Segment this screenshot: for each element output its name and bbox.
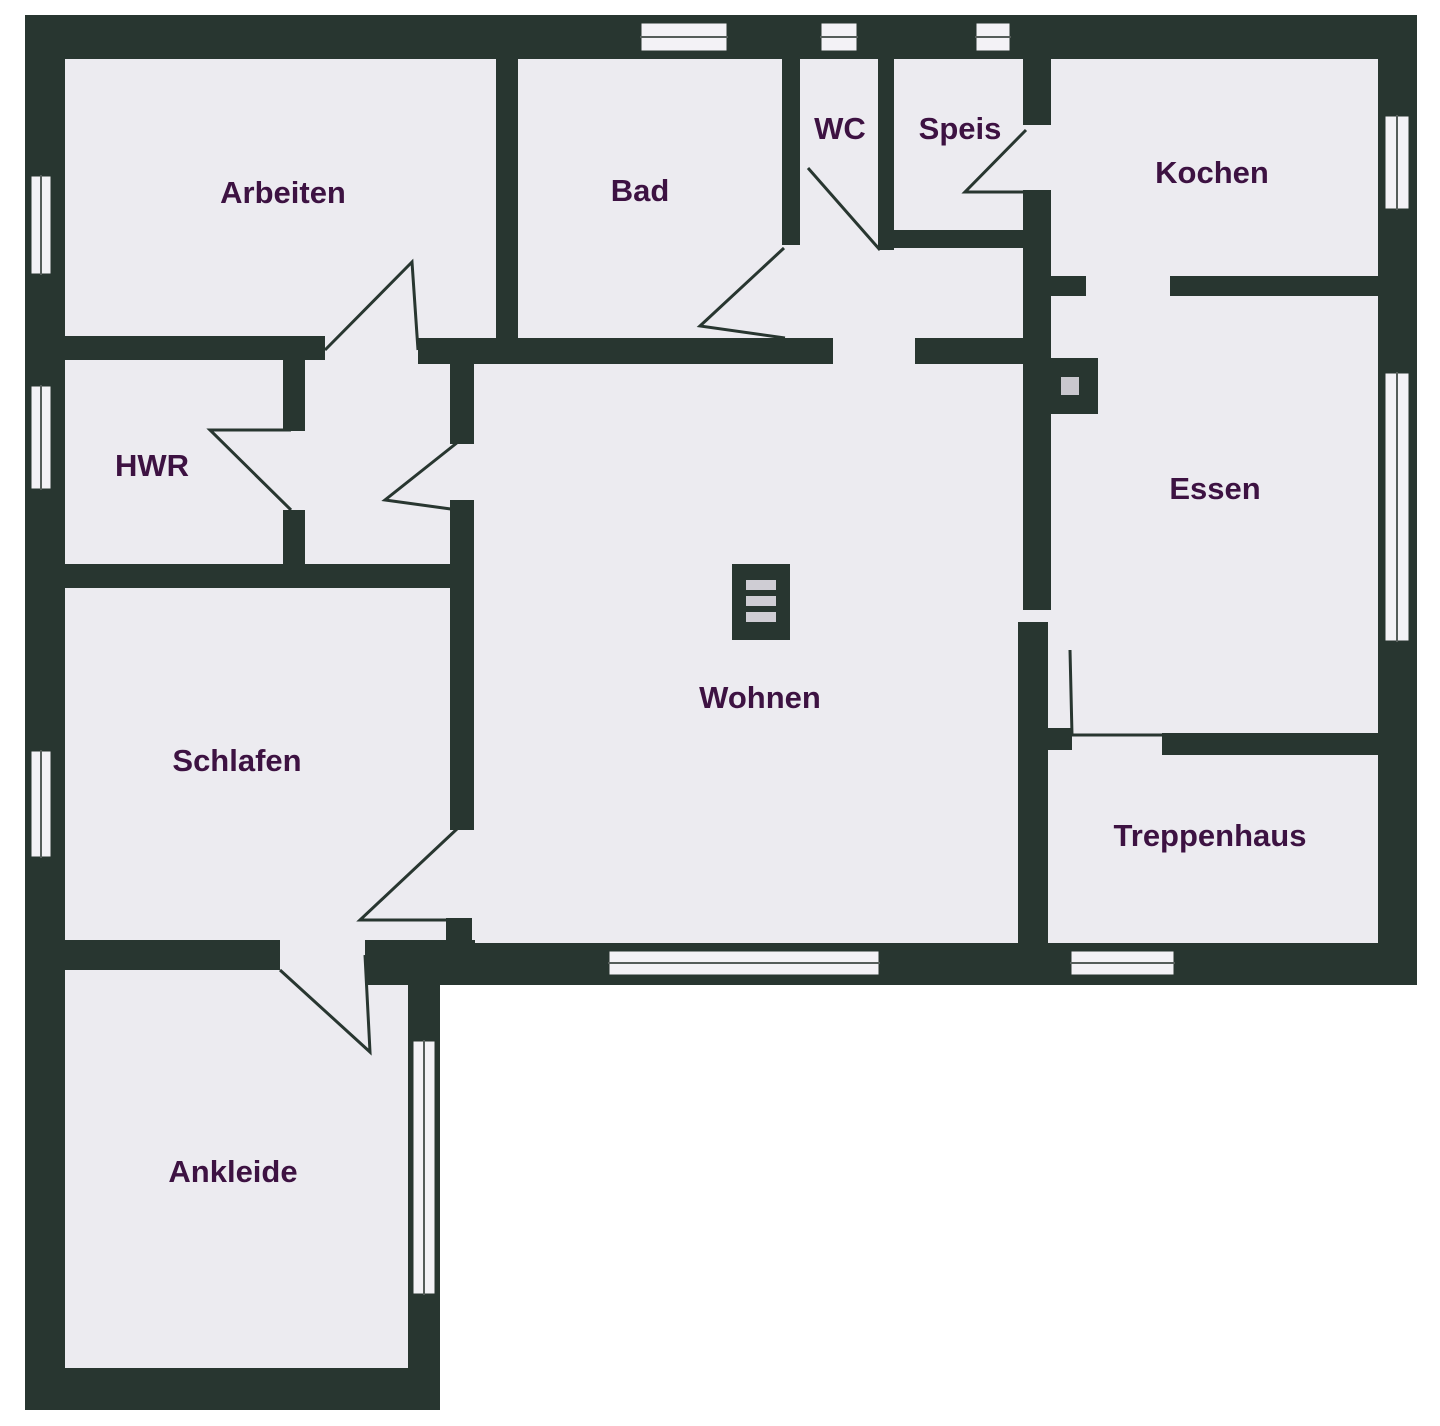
chimney-icon [1059,375,1081,397]
room-label-arbeiten: Arbeiten [220,175,346,210]
room-label-hwr: HWR [115,448,189,483]
windows [28,20,1412,1297]
room-label-essen: Essen [1169,471,1260,506]
room-label-wc: WC [814,111,866,146]
room-label-wohnen: Wohnen [699,680,821,715]
room-label-ankleide: Ankleide [168,1154,297,1189]
room-label-treppenhaus: Treppenhaus [1114,818,1307,853]
room-label-speis: Speis [919,111,1002,146]
stove-icon [732,564,790,640]
room-label-kochen: Kochen [1155,155,1269,190]
room-labels: Arbeiten Bad WC Speis Kochen HWR Essen W… [115,111,1306,1189]
room-label-schlafen: Schlafen [172,743,301,778]
room-label-bad: Bad [611,173,670,208]
doors [206,128,1162,1056]
floor-area [30,20,1415,1408]
